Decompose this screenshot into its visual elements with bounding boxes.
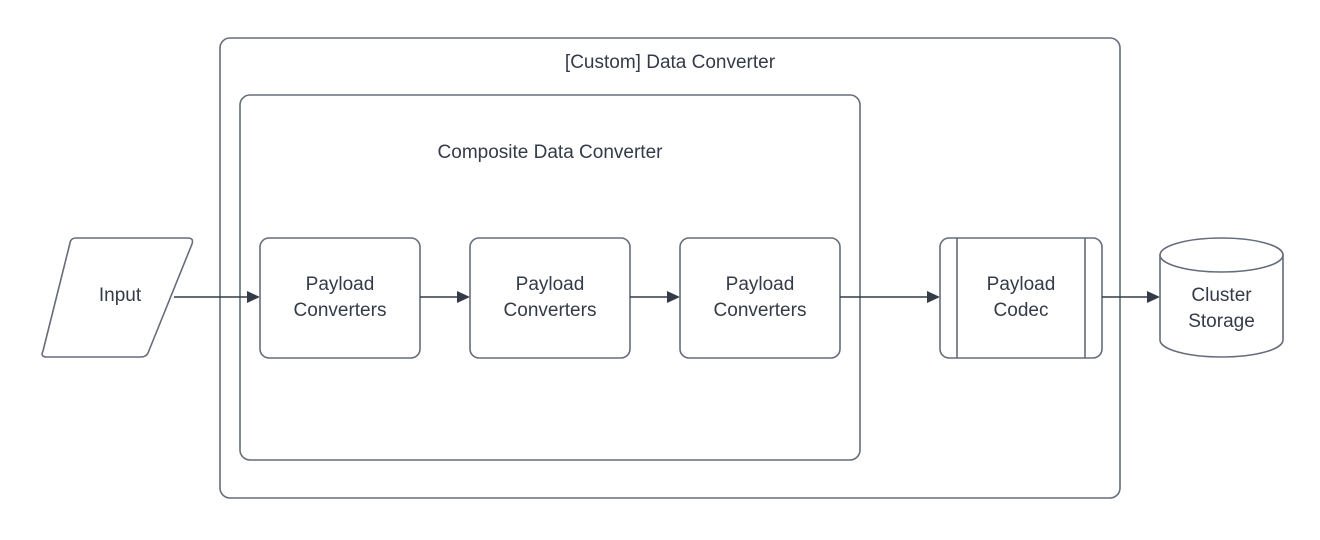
connector-payload-codec-to-cluster-storage[interactable]	[1102, 291, 1160, 303]
node-payload-codec-label-line-1: Payload	[987, 274, 1056, 295]
node-payload-converters-3-label-line-1: Payload	[726, 274, 795, 295]
connector-payload-converters-2-to-payload-converters-3[interactable]	[630, 291, 680, 303]
container-composite-data-converter[interactable]	[239, 94, 861, 461]
node-payload-converters-1[interactable]	[259, 237, 421, 359]
node-payload-codec[interactable]	[939, 237, 1103, 359]
node-cluster-storage-label-line-2: Storage	[1188, 311, 1255, 332]
connector-payload-converters-1-to-payload-converters-2[interactable]	[420, 291, 470, 303]
connector-payload-converters-3-to-payload-codec[interactable]	[840, 291, 940, 303]
node-cluster-storage[interactable]	[1159, 237, 1284, 358]
node-cluster-storage-label-line-1: Cluster	[1191, 285, 1252, 306]
node-payload-converters-2-label-line-2: Converters	[504, 300, 597, 321]
node-payload-codec-label-line-2: Codec	[994, 300, 1049, 321]
node-payload-converters-3-label-line-2: Converters	[714, 300, 807, 321]
node-payload-converters-3[interactable]	[679, 237, 841, 359]
connector-input-to-payload-converters-1[interactable]	[174, 291, 260, 303]
container-custom-data-converter[interactable]	[219, 37, 1121, 499]
node-payload-converters-1-label-line-1: Payload	[306, 274, 375, 295]
node-payload-converters-2-label-line-1: Payload	[516, 274, 585, 295]
node-input[interactable]	[41, 237, 194, 358]
container-custom-data-converter-label: [Custom] Data Converter	[565, 52, 776, 73]
node-payload-converters-1-label-line-2: Converters	[294, 300, 387, 321]
container-composite-data-converter-label: Composite Data Converter	[438, 142, 664, 163]
node-payload-converters-2[interactable]	[469, 237, 631, 359]
node-input-label: Input	[99, 285, 142, 306]
